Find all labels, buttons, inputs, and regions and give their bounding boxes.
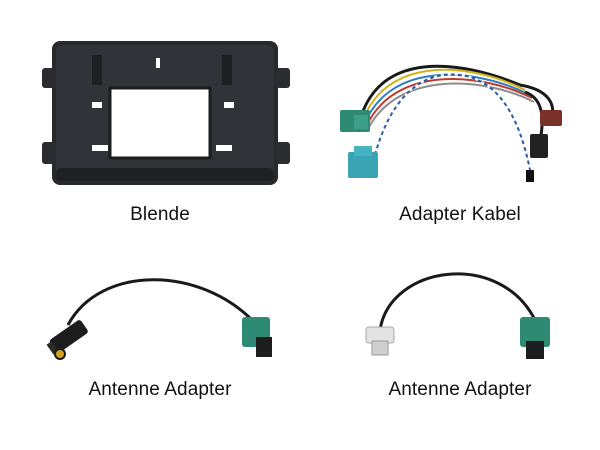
- product-label: Blende: [130, 204, 190, 225]
- din-antenna-adapter-image: [365, 272, 550, 359]
- fakra-antenna-adapter-image: [46, 278, 272, 360]
- product-label: Antenne Adapter: [88, 379, 232, 400]
- product-label: Antenne Adapter: [388, 379, 532, 400]
- wiring-harness-image: [340, 64, 562, 182]
- product-blende: Blende: [20, 30, 300, 240]
- dash-frame-image: [42, 41, 290, 185]
- product-antenne-adapter-2: Antenne Adapter: [320, 255, 600, 415]
- product-antenne-adapter-1: Antenne Adapter: [20, 255, 300, 415]
- product-label: Adapter Kabel: [399, 204, 521, 225]
- product-adapter-kabel: Adapter Kabel: [320, 30, 600, 240]
